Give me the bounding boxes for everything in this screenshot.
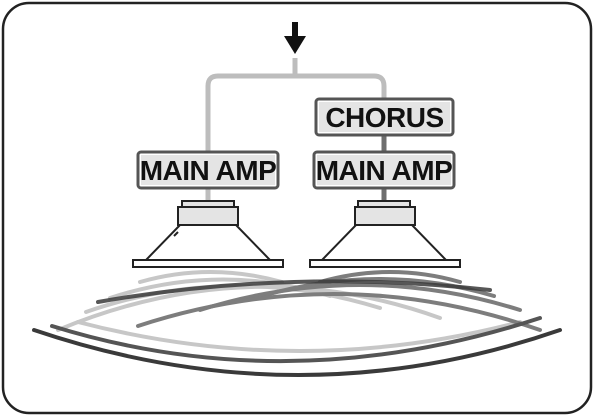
wave-dark-3 [32, 328, 562, 377]
right-speaker-icon [309, 200, 461, 268]
sound-waves [32, 270, 562, 377]
left-signal-path [205, 73, 295, 204]
left-main-amp-box: MAIN AMP [136, 150, 280, 190]
down-arrow-icon [284, 22, 306, 54]
left-main-amp-label: MAIN AMP [140, 155, 277, 186]
chorus-box: CHORUS [314, 97, 455, 137]
wave-light-5 [76, 320, 522, 353]
chorus-label: CHORUS [325, 102, 443, 133]
wave-dark-2 [50, 316, 542, 364]
right-main-amp-label: MAIN AMP [316, 155, 453, 186]
right-main-amp-box: MAIN AMP [312, 150, 456, 190]
wave-mid-3 [198, 283, 522, 312]
wave-dark-1 [96, 279, 492, 304]
left-speaker-icon [132, 200, 284, 268]
wave-mid-1 [318, 270, 462, 284]
wave-mid-4 [136, 291, 542, 332]
wave-light-4 [56, 284, 442, 332]
wave-light-1 [138, 270, 284, 284]
right-signal-path-top [295, 73, 387, 102]
